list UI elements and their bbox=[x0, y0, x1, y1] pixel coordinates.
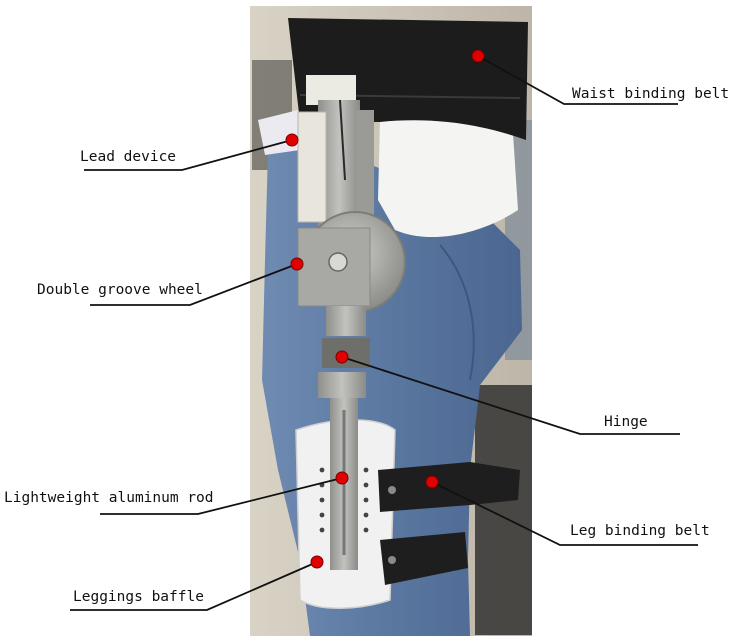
rod-holes bbox=[319, 467, 369, 533]
marker-waist-binding-belt bbox=[471, 49, 485, 63]
label-leg-binding-belt: Leg binding belt bbox=[570, 523, 710, 539]
leader-line-lightweight-aluminum-rod bbox=[100, 477, 343, 515]
jeans-pocket-seam bbox=[439, 244, 475, 381]
marker-leggings-baffle bbox=[310, 555, 324, 569]
marker-lead-device bbox=[285, 133, 299, 147]
background-chair bbox=[475, 385, 532, 635]
label-waist-binding-belt: Waist binding belt bbox=[572, 86, 730, 102]
shirt bbox=[378, 118, 518, 238]
lead-device-side bbox=[356, 110, 374, 230]
marker-double-groove-wheel bbox=[290, 257, 304, 271]
leader-line-lead-device bbox=[84, 139, 293, 171]
lead-device-slider bbox=[297, 111, 327, 223]
leg-belt-rivet bbox=[388, 556, 396, 564]
lead-device-cable bbox=[339, 99, 346, 181]
callout-layer bbox=[70, 49, 698, 611]
label-lightweight-aluminum-rod: Lightweight aluminum rod bbox=[4, 490, 214, 506]
leader-line-double-groove-wheel bbox=[90, 263, 298, 306]
hinge-upper bbox=[326, 306, 366, 336]
leg-belt-rivet bbox=[388, 486, 396, 494]
leader-line-leggings-baffle bbox=[70, 561, 318, 611]
leg-belt-upper bbox=[378, 462, 520, 512]
label-leggings-baffle: Leggings baffle bbox=[73, 589, 204, 605]
label-hinge: Hinge bbox=[604, 414, 648, 430]
groove-wheel-axle bbox=[328, 252, 348, 272]
marker-leg-binding-belt bbox=[425, 475, 439, 489]
leader-line-waist-binding-belt bbox=[477, 55, 678, 105]
hinge-lower bbox=[318, 372, 366, 398]
marker-hinge bbox=[335, 350, 349, 364]
leg-belt-lower bbox=[380, 532, 468, 585]
leader-line-leg-binding-belt bbox=[431, 481, 698, 546]
marker-lightweight-aluminum-rod bbox=[335, 471, 349, 485]
label-lead-device: Lead device bbox=[80, 149, 177, 165]
label-double-groove-wheel: Double groove wheel bbox=[37, 282, 203, 298]
leader-line-hinge bbox=[341, 356, 680, 435]
